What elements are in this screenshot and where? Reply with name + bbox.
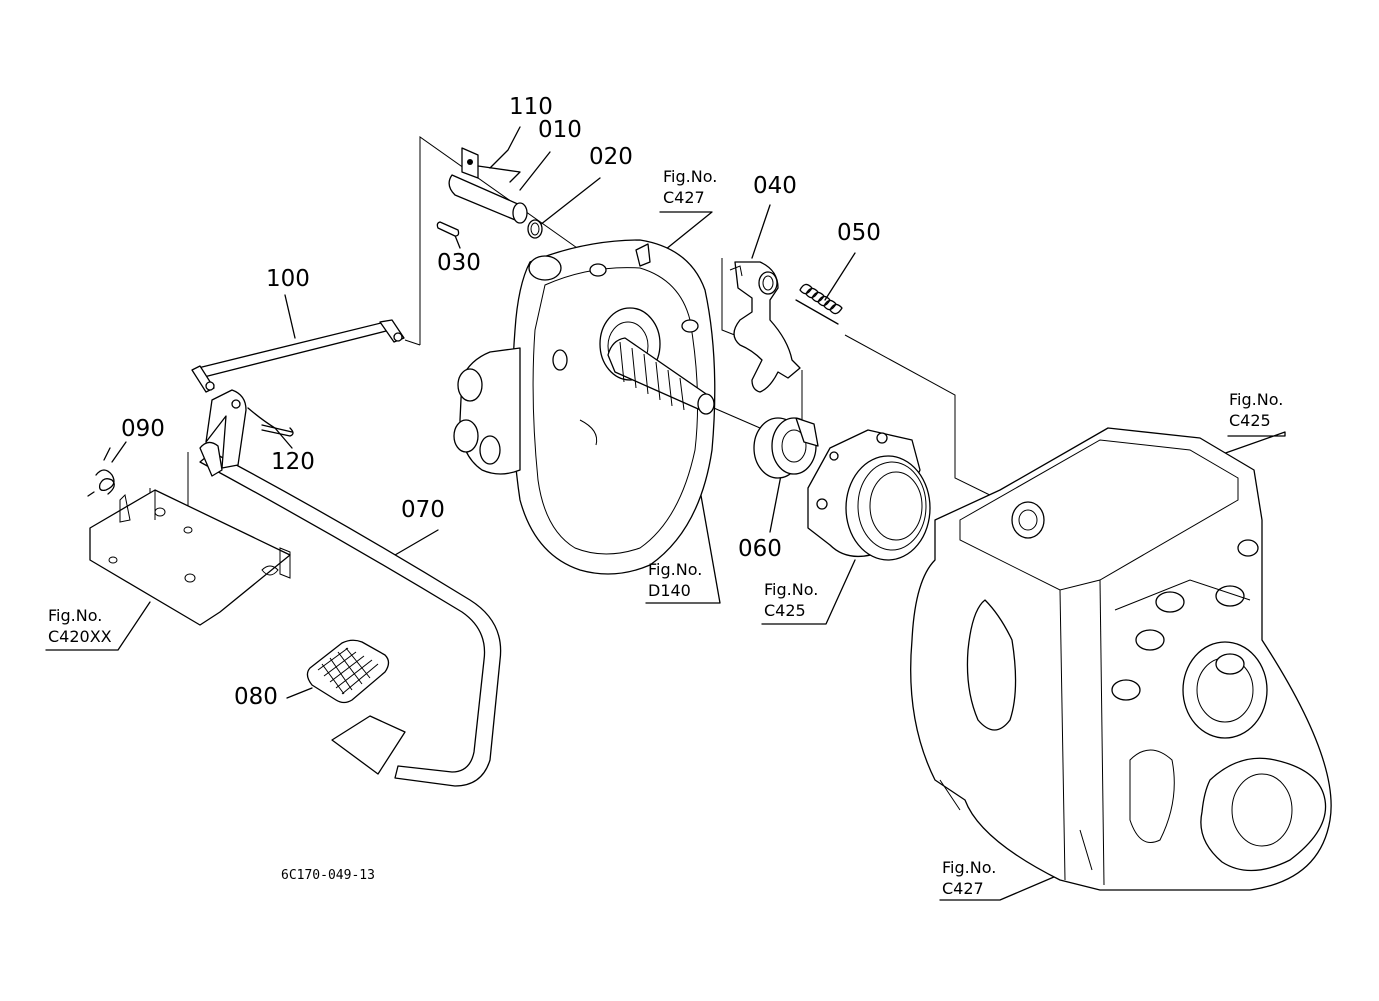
- part-label-080: 080: [234, 684, 278, 710]
- part-label-030: 030: [437, 250, 481, 276]
- fig-ref-title: Fig.No.: [648, 560, 703, 579]
- pin-120: [261, 424, 294, 437]
- part-label-050: 050: [837, 220, 881, 246]
- part-label-120: 120: [271, 449, 315, 475]
- fig-ref-title: Fig.No.: [1229, 390, 1284, 409]
- fig-ref-title: Fig.No.: [663, 167, 718, 186]
- part-label-020: 020: [589, 144, 633, 170]
- spring-090: [87, 447, 115, 497]
- shift-fork-040: [729, 261, 801, 393]
- part-label-090: 090: [121, 416, 165, 442]
- part-label-040: 040: [753, 173, 797, 199]
- collar-060: [753, 417, 819, 479]
- fig-ref-number: C425: [764, 600, 806, 620]
- fig-ref-c425-right: Fig.No. C425: [1229, 390, 1283, 432]
- bearing-housing: [807, 429, 931, 561]
- bracket-plate: [89, 489, 291, 626]
- fig-ref-title: Fig.No.: [764, 580, 819, 599]
- part-label-110: 110: [509, 94, 553, 120]
- fig-ref-number: C420XX: [48, 626, 112, 646]
- fig-ref-number: C427: [663, 187, 705, 207]
- fig-ref-title: Fig.No.: [48, 606, 103, 625]
- fig-ref-c425-mid: Fig.No. C425: [764, 580, 818, 622]
- fig-ref-number: D140: [648, 580, 691, 600]
- fig-ref-c427-top: Fig.No. C427: [663, 167, 717, 209]
- shift-shaft-group: [436, 147, 543, 239]
- fig-ref-title: Fig.No.: [942, 858, 997, 877]
- spring-050: [795, 283, 843, 325]
- fig-ref-number: C427: [942, 878, 984, 898]
- part-label-060: 060: [738, 536, 782, 562]
- drawing-code: 6C170-049-13: [281, 868, 375, 883]
- fig-ref-c427-bottom: Fig.No. C427: [942, 858, 996, 900]
- part-label-010: 010: [538, 117, 582, 143]
- fig-ref-number: C425: [1229, 410, 1271, 430]
- part-label-070: 070: [401, 497, 445, 523]
- transmission-case: [910, 427, 1332, 891]
- part-label-100: 100: [266, 266, 310, 292]
- fig-ref-d140: Fig.No. D140: [648, 560, 702, 602]
- leader-lines: [45, 126, 1286, 901]
- middle-housing: [453, 239, 716, 575]
- fig-ref-c420xx: Fig.No. C420XX: [48, 606, 112, 648]
- pedal-arm-070: [199, 389, 502, 787]
- rod-100: [191, 319, 405, 393]
